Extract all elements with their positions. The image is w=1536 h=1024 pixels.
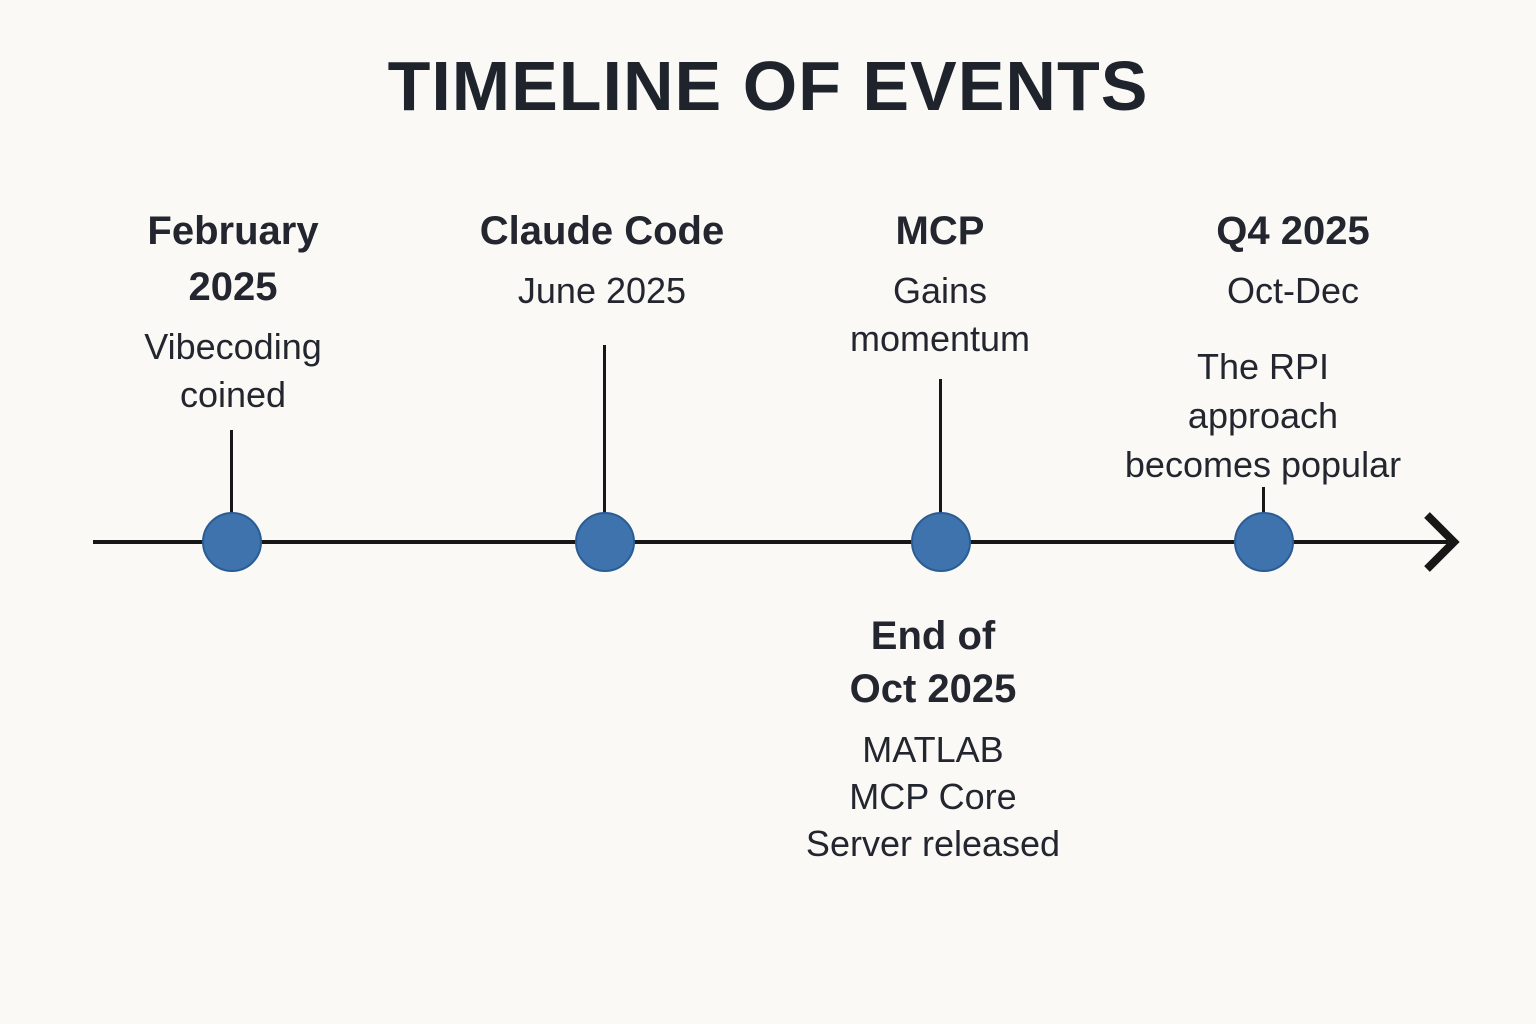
event-title: Q4 2025 <box>1216 203 1369 259</box>
event-title-line: Q4 2025 <box>1216 209 1370 253</box>
event-description-line: Oct-Dec <box>1226 270 1359 311</box>
event-note-line: The RPI <box>1196 346 1330 387</box>
event-connector-q4-2025 <box>1262 487 1265 514</box>
event-description-line: MATLAB <box>862 729 1004 770</box>
event-title-line: MCP <box>895 209 985 253</box>
event-marker-q4-2025 <box>1234 512 1294 572</box>
event-marker-claude-code <box>575 512 635 572</box>
event-title: Claude Code <box>480 203 724 259</box>
event-label-end-of-oct-2025: End of Oct 2025 MATLAB MCP Core Server r… <box>806 610 1060 867</box>
event-title: MCP <box>850 203 1030 259</box>
event-description: Oct-Dec <box>1216 267 1369 315</box>
event-marker-mcp <box>911 512 971 572</box>
arrow-icon <box>1424 512 1460 572</box>
event-note-line: becomes popular <box>1124 444 1402 485</box>
event-connector-claude-code <box>603 345 606 514</box>
event-description-line: Server released <box>805 823 1061 864</box>
event-description-line: June 2025 <box>517 270 687 311</box>
event-description: MATLAB MCP Core Server released <box>806 726 1060 867</box>
event-label-q4-2025: Q4 2025 Oct-Dec <box>1216 203 1369 315</box>
event-label-claude-code: Claude Code June 2025 <box>480 203 724 315</box>
event-description-line: coined <box>179 374 287 415</box>
event-description: June 2025 <box>480 267 724 315</box>
event-title-line: 2025 <box>188 265 278 309</box>
event-connector-mcp <box>939 379 942 514</box>
event-connector-february-2025 <box>230 430 233 514</box>
event-description-line: MCP Core <box>849 776 1017 817</box>
event-description-line: momentum <box>849 318 1031 359</box>
event-title-line: Oct 2025 <box>849 667 1017 711</box>
timeline-axis <box>93 512 1460 572</box>
event-description: Vibecoding coined <box>144 323 322 419</box>
event-title-line: Claude Code <box>479 209 725 253</box>
event-marker-february-2025 <box>202 512 262 572</box>
event-label-mcp: MCP Gains momentum <box>850 203 1030 363</box>
event-description: Gains momentum <box>850 267 1030 363</box>
event-note-text: The RPI approach becomes popular <box>1125 342 1401 489</box>
event-title-line: End of <box>870 614 996 658</box>
event-title: February 2025 <box>144 203 322 315</box>
event-note-line: approach <box>1187 395 1339 436</box>
event-title: End of Oct 2025 <box>806 610 1060 716</box>
event-label-february-2025: February 2025 Vibecoding coined <box>144 203 322 419</box>
event-note-q4-2025: The RPI approach becomes popular <box>1125 342 1401 489</box>
page-title: TIMELINE OF EVENTS <box>387 47 1149 125</box>
event-description-line: Gains <box>892 270 988 311</box>
event-description-line: Vibecoding <box>144 326 322 367</box>
event-title-line: February <box>147 209 319 253</box>
